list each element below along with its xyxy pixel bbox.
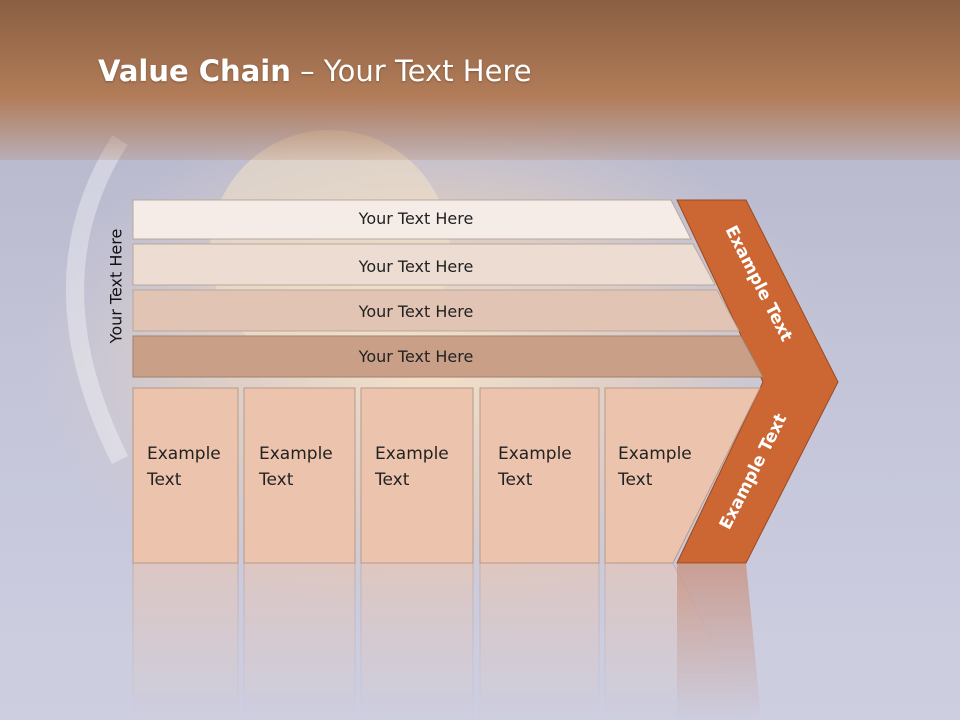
primary-box-1 [132, 387, 239, 564]
slide-title-bold: Value Chain [98, 54, 291, 88]
support-bar-4-label: Your Text Here [358, 347, 474, 366]
support-bar-2-label: Your Text Here [358, 257, 474, 276]
margin-arrow [676, 199, 839, 564]
support-bar-3-label: Your Text Here [358, 302, 474, 321]
primary-box-4 [479, 387, 600, 564]
support-bar-2 [132, 243, 716, 286]
slide-title: Value Chain – Your Text Here [98, 54, 532, 88]
support-bar-4 [132, 335, 764, 378]
primary-box-3 [360, 387, 474, 564]
support-bar-3 [132, 289, 740, 332]
support-bar-1 [132, 199, 692, 240]
diagram-reflection [132, 562, 762, 720]
slide-title-rest: – Your Text Here [290, 54, 532, 88]
primary-box-2 [243, 387, 356, 564]
support-activities: Your Text Here Your Text Here Your Text … [132, 199, 764, 378]
support-bar-1-label: Your Text Here [358, 209, 474, 228]
